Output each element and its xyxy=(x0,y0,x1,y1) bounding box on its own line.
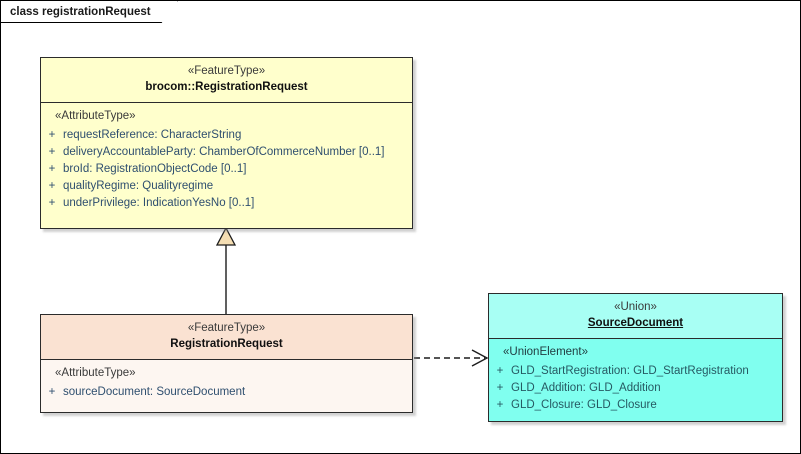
class-header: «FeatureType» brocom::RegistrationReques… xyxy=(41,58,412,102)
attribute-label: GLD_Addition: GLD_Addition xyxy=(511,382,661,394)
class-header: «Union» SourceDocument xyxy=(489,294,782,338)
compartment-stereotype: «UnionElement» xyxy=(503,346,589,358)
dependency-connector[interactable] xyxy=(414,349,489,367)
attribute-row[interactable]: + underPrivilege: IndicationYesNo [0..1] xyxy=(41,195,412,212)
compartment-stereotype: «AttributeType» xyxy=(55,367,136,379)
compartment-stereotype: «AttributeType» xyxy=(55,110,136,122)
class-box-registrationrequest[interactable]: «FeatureType» RegistrationRequest «Attri… xyxy=(40,314,413,413)
attribute-visibility: + xyxy=(496,399,504,411)
attribute-row[interactable]: + sourceDocument: SourceDocument xyxy=(41,384,412,401)
dependency-open-arrowhead xyxy=(471,349,489,367)
attribute-row[interactable]: + GLD_StartRegistration: GLD_StartRegist… xyxy=(489,363,782,380)
attribute-label: GLD_Closure: GLD_Closure xyxy=(511,399,657,411)
attribute-label: deliveryAccountableParty: ChamberOfComme… xyxy=(63,146,385,158)
attribute-label: underPrivilege: IndicationYesNo [0..1] xyxy=(63,197,255,209)
attribute-visibility: + xyxy=(48,197,56,209)
attribute-visibility: + xyxy=(496,382,504,394)
class-name: RegistrationRequest xyxy=(170,338,283,350)
attribute-row[interactable]: + qualityRegime: Qualityregime xyxy=(41,178,412,195)
class-name: brocom::RegistrationRequest xyxy=(145,81,308,93)
attribute-visibility: + xyxy=(48,180,56,192)
header-divider xyxy=(489,338,782,339)
class-stereotype: «FeatureType» xyxy=(187,322,266,334)
class-stereotype: «Union» xyxy=(614,301,657,313)
generalization-connector[interactable] xyxy=(215,226,237,314)
class-box-brocom-registrationrequest[interactable]: «FeatureType» brocom::RegistrationReques… xyxy=(40,57,413,229)
attributes-compartment: «AttributeType» + requestReference: Char… xyxy=(41,103,412,218)
class-name: SourceDocument xyxy=(587,317,684,329)
attributes-compartment: «UnionElement» + GLD_StartRegistration: … xyxy=(489,339,782,420)
class-box-sourcedocument[interactable]: «Union» SourceDocument «UnionElement» + … xyxy=(488,293,783,422)
attribute-visibility: + xyxy=(48,146,56,158)
attribute-label: broId: RegistrationObjectCode [0..1] xyxy=(63,163,247,175)
diagram-frame-title-tab: class registrationRequest xyxy=(1,1,178,23)
attributes-compartment: «AttributeType» + sourceDocument: Source… xyxy=(41,360,412,407)
generalization-hollow-triangle-arrowhead xyxy=(215,226,237,246)
class-stereotype: «FeatureType» xyxy=(187,65,266,77)
attribute-row[interactable]: + deliveryAccountableParty: ChamberOfCom… xyxy=(41,144,412,161)
attribute-visibility: + xyxy=(48,129,56,141)
attribute-visibility: + xyxy=(48,386,56,398)
class-header: «FeatureType» RegistrationRequest xyxy=(41,315,412,359)
header-divider xyxy=(41,102,412,103)
attribute-label: requestReference: CharacterString xyxy=(63,129,242,141)
attribute-visibility: + xyxy=(496,365,504,377)
diagram-title-label: class registrationRequest xyxy=(10,5,151,18)
attribute-row[interactable]: + broId: RegistrationObjectCode [0..1] xyxy=(41,161,412,178)
attribute-row[interactable]: + GLD_Closure: GLD_Closure xyxy=(489,397,782,414)
attribute-label: qualityRegime: Qualityregime xyxy=(63,180,214,192)
attribute-row[interactable]: + GLD_Addition: GLD_Addition xyxy=(489,380,782,397)
attribute-label: sourceDocument: SourceDocument xyxy=(63,386,246,398)
attribute-row[interactable]: + requestReference: CharacterString xyxy=(41,127,412,144)
header-divider xyxy=(41,359,412,360)
attribute-visibility: + xyxy=(48,163,56,175)
attribute-label: GLD_StartRegistration: GLD_StartRegistra… xyxy=(511,365,749,377)
